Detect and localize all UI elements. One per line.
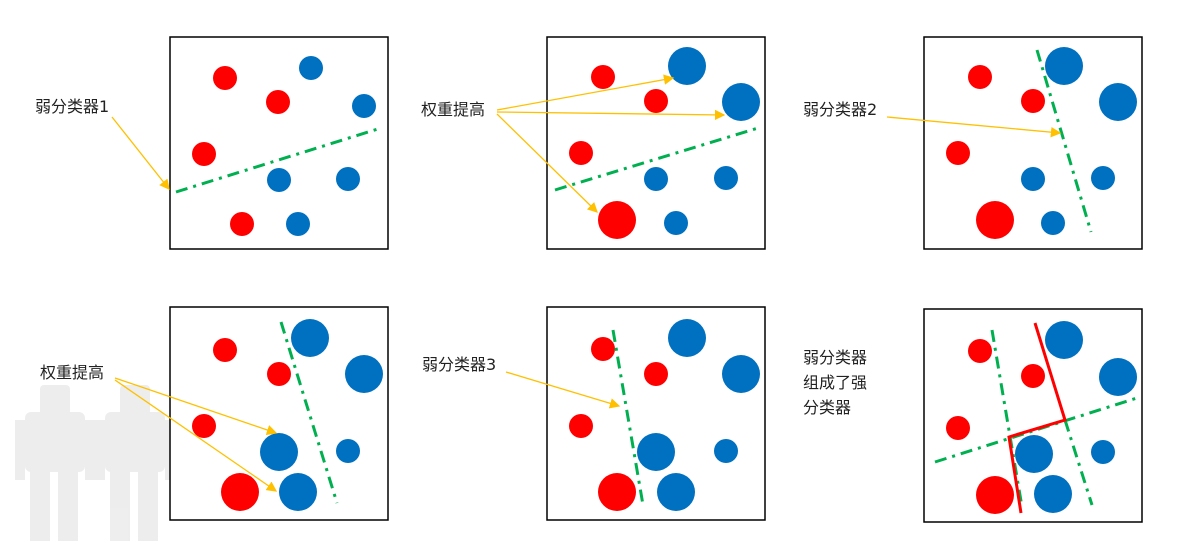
arrow [886, 116, 1062, 138]
blue-sample [714, 166, 738, 190]
blue-sample [336, 167, 360, 191]
weak-boundary [611, 329, 645, 506]
panel-weak-classifier-1 [169, 36, 389, 250]
blue-sample [299, 56, 323, 80]
blue-sample [668, 47, 706, 85]
blue-sample [336, 439, 360, 463]
blue-sample [644, 167, 668, 191]
red-sample [1021, 364, 1045, 388]
blue-sample [286, 212, 310, 236]
blue-sample [279, 473, 317, 511]
blue-sample [1091, 440, 1115, 464]
red-sample [598, 473, 636, 511]
red-sample [569, 414, 593, 438]
blue-sample [637, 433, 675, 471]
label-weak-classifier-3: 弱分类器3 [422, 355, 497, 374]
blue-sample [722, 83, 760, 121]
label-line: 弱分类器 [803, 348, 868, 367]
blue-sample [352, 94, 376, 118]
blue-sample [1021, 167, 1045, 191]
arrow [114, 379, 278, 492]
red-sample [192, 414, 216, 438]
weak-boundary [990, 329, 1024, 508]
arrow [111, 116, 170, 191]
red-sample [569, 141, 593, 165]
blue-sample [657, 473, 695, 511]
weak-boundary [175, 126, 382, 194]
red-sample [946, 141, 970, 165]
label-weight-increase: 权重提高 [421, 100, 486, 119]
red-sample [968, 65, 992, 89]
red-sample [644, 89, 668, 113]
blue-sample [668, 319, 706, 357]
panel-reweighted-1 [546, 36, 766, 250]
red-sample [1021, 89, 1045, 113]
blue-sample [1015, 435, 1053, 473]
red-sample [192, 142, 216, 166]
blue-sample [1091, 166, 1115, 190]
red-sample [591, 65, 615, 89]
label-line: 分类器 [803, 398, 852, 417]
arrow [496, 109, 726, 121]
blue-sample [291, 319, 329, 357]
blue-sample [260, 433, 298, 471]
red-sample [644, 362, 668, 386]
label-strong-classifier: 弱分类器 组成了强 分类器 [803, 345, 867, 420]
red-sample [591, 337, 615, 361]
blue-sample [1034, 475, 1072, 513]
label-weak-classifier-2: 弱分类器2 [803, 100, 878, 119]
weak-boundary [279, 321, 339, 504]
panel-reweighted-2 [169, 306, 389, 521]
blue-sample [1045, 321, 1083, 359]
red-sample [976, 201, 1014, 239]
label-weight-increase: 权重提高 [40, 363, 105, 382]
red-sample [976, 476, 1014, 514]
robot-watermark-right [95, 385, 175, 541]
weak-boundary [554, 126, 759, 192]
strong-boundary [1007, 322, 1067, 514]
blue-sample [1045, 47, 1083, 85]
red-sample [230, 212, 254, 236]
weak-boundary [1035, 49, 1093, 233]
red-sample [213, 66, 237, 90]
weak-boundary [1063, 419, 1094, 506]
red-sample [266, 90, 290, 114]
panel-weak-classifier-3 [546, 306, 766, 521]
blue-sample [1099, 358, 1137, 396]
blue-sample [664, 211, 688, 235]
blue-sample [714, 439, 738, 463]
weak-boundary [934, 396, 1138, 464]
arrow [496, 113, 598, 213]
blue-sample [267, 168, 291, 192]
red-sample [221, 473, 259, 511]
red-sample [213, 338, 237, 362]
label-weak-classifier-1: 弱分类器1 [35, 97, 110, 116]
red-sample [946, 416, 970, 440]
robot-watermark-left [15, 385, 95, 541]
arrow [496, 74, 675, 111]
arrow [114, 377, 278, 435]
red-sample [598, 201, 636, 239]
panel-weak-classifier-2 [923, 36, 1143, 250]
red-sample [968, 339, 992, 363]
blue-sample [722, 355, 760, 393]
red-sample [267, 362, 291, 386]
label-line: 组成了强 [803, 373, 868, 392]
arrow [505, 371, 621, 409]
panel-strong-classifier [923, 308, 1143, 523]
blue-sample [1041, 211, 1065, 235]
blue-sample [345, 355, 383, 393]
blue-sample [1099, 83, 1137, 121]
